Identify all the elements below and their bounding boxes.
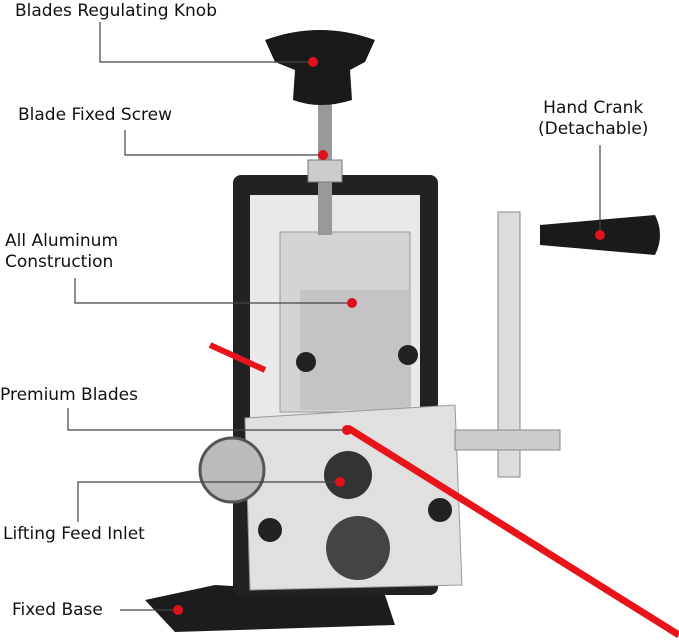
crank-arm (497, 211, 521, 478)
label-fixed-base: Fixed Base (12, 600, 103, 620)
large-inlet-hole (326, 516, 390, 580)
label-aluminum-line1: All Aluminum (5, 231, 118, 251)
red-wire (346, 425, 679, 638)
roller (198, 436, 266, 504)
label-premium-blades: Premium Blades (0, 385, 138, 405)
feed-inlet-hole (324, 451, 372, 499)
regulating-knob (265, 30, 375, 105)
leader-lines (67, 22, 601, 611)
label-hand-crank: Hand Crank (Detachable) (538, 98, 648, 140)
label-blade-fixed-screw: Blade Fixed Screw (18, 105, 173, 125)
label-lifting-feed-inlet: Lifting Feed Inlet (3, 524, 145, 544)
label-hand-crank-line2: (Detachable) (538, 119, 649, 139)
label-hand-crank-line1: Hand Crank (543, 98, 644, 118)
crank-shaft (454, 429, 561, 451)
label-all-aluminum-construction: All Aluminum Construction (5, 231, 118, 273)
label-aluminum-line2: Construction (5, 252, 114, 272)
fixed-base (145, 585, 395, 632)
label-blades-regulating-knob: Blades Regulating Knob (15, 1, 217, 21)
marker-dots (173, 57, 605, 615)
blade-holder (300, 290, 410, 410)
